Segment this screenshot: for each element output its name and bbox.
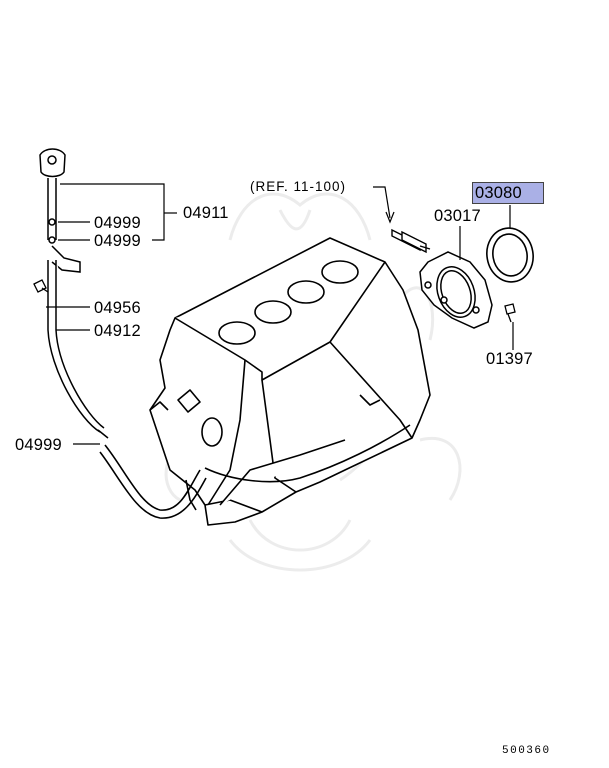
callout-04911[interactable]: 04911 (183, 204, 229, 222)
callout-04999-upper[interactable]: 04999 (94, 214, 141, 232)
callout-03080[interactable]: 03080 (475, 184, 522, 202)
callout-01397[interactable]: 01397 (486, 350, 533, 368)
oil-seal-case (419, 251, 493, 329)
sensor-part (391, 228, 431, 254)
bolt-04956-icon (33, 279, 49, 293)
bolt-01397-icon (504, 303, 516, 323)
callout-04999-tube[interactable]: 04999 (15, 436, 62, 454)
callout-03017[interactable]: 03017 (434, 207, 481, 225)
oil-seal-ring (486, 227, 534, 283)
leader-lines-right (459, 205, 514, 350)
oil-dipstick (39, 148, 109, 439)
callout-04956[interactable]: 04956 (94, 299, 141, 317)
callout-04999-lower[interactable]: 04999 (94, 232, 141, 250)
engine-block (149, 237, 431, 526)
reference-leader (373, 186, 395, 224)
oil-level-gauge-guide (99, 424, 411, 519)
leader-lines-left (46, 183, 177, 445)
highlighted-part-box[interactable]: 03080 (472, 182, 544, 204)
diagram-number: 500360 (502, 745, 551, 757)
reference-label[interactable]: (REF. 11-100) (250, 179, 347, 194)
callout-04912[interactable]: 04912 (94, 322, 141, 340)
